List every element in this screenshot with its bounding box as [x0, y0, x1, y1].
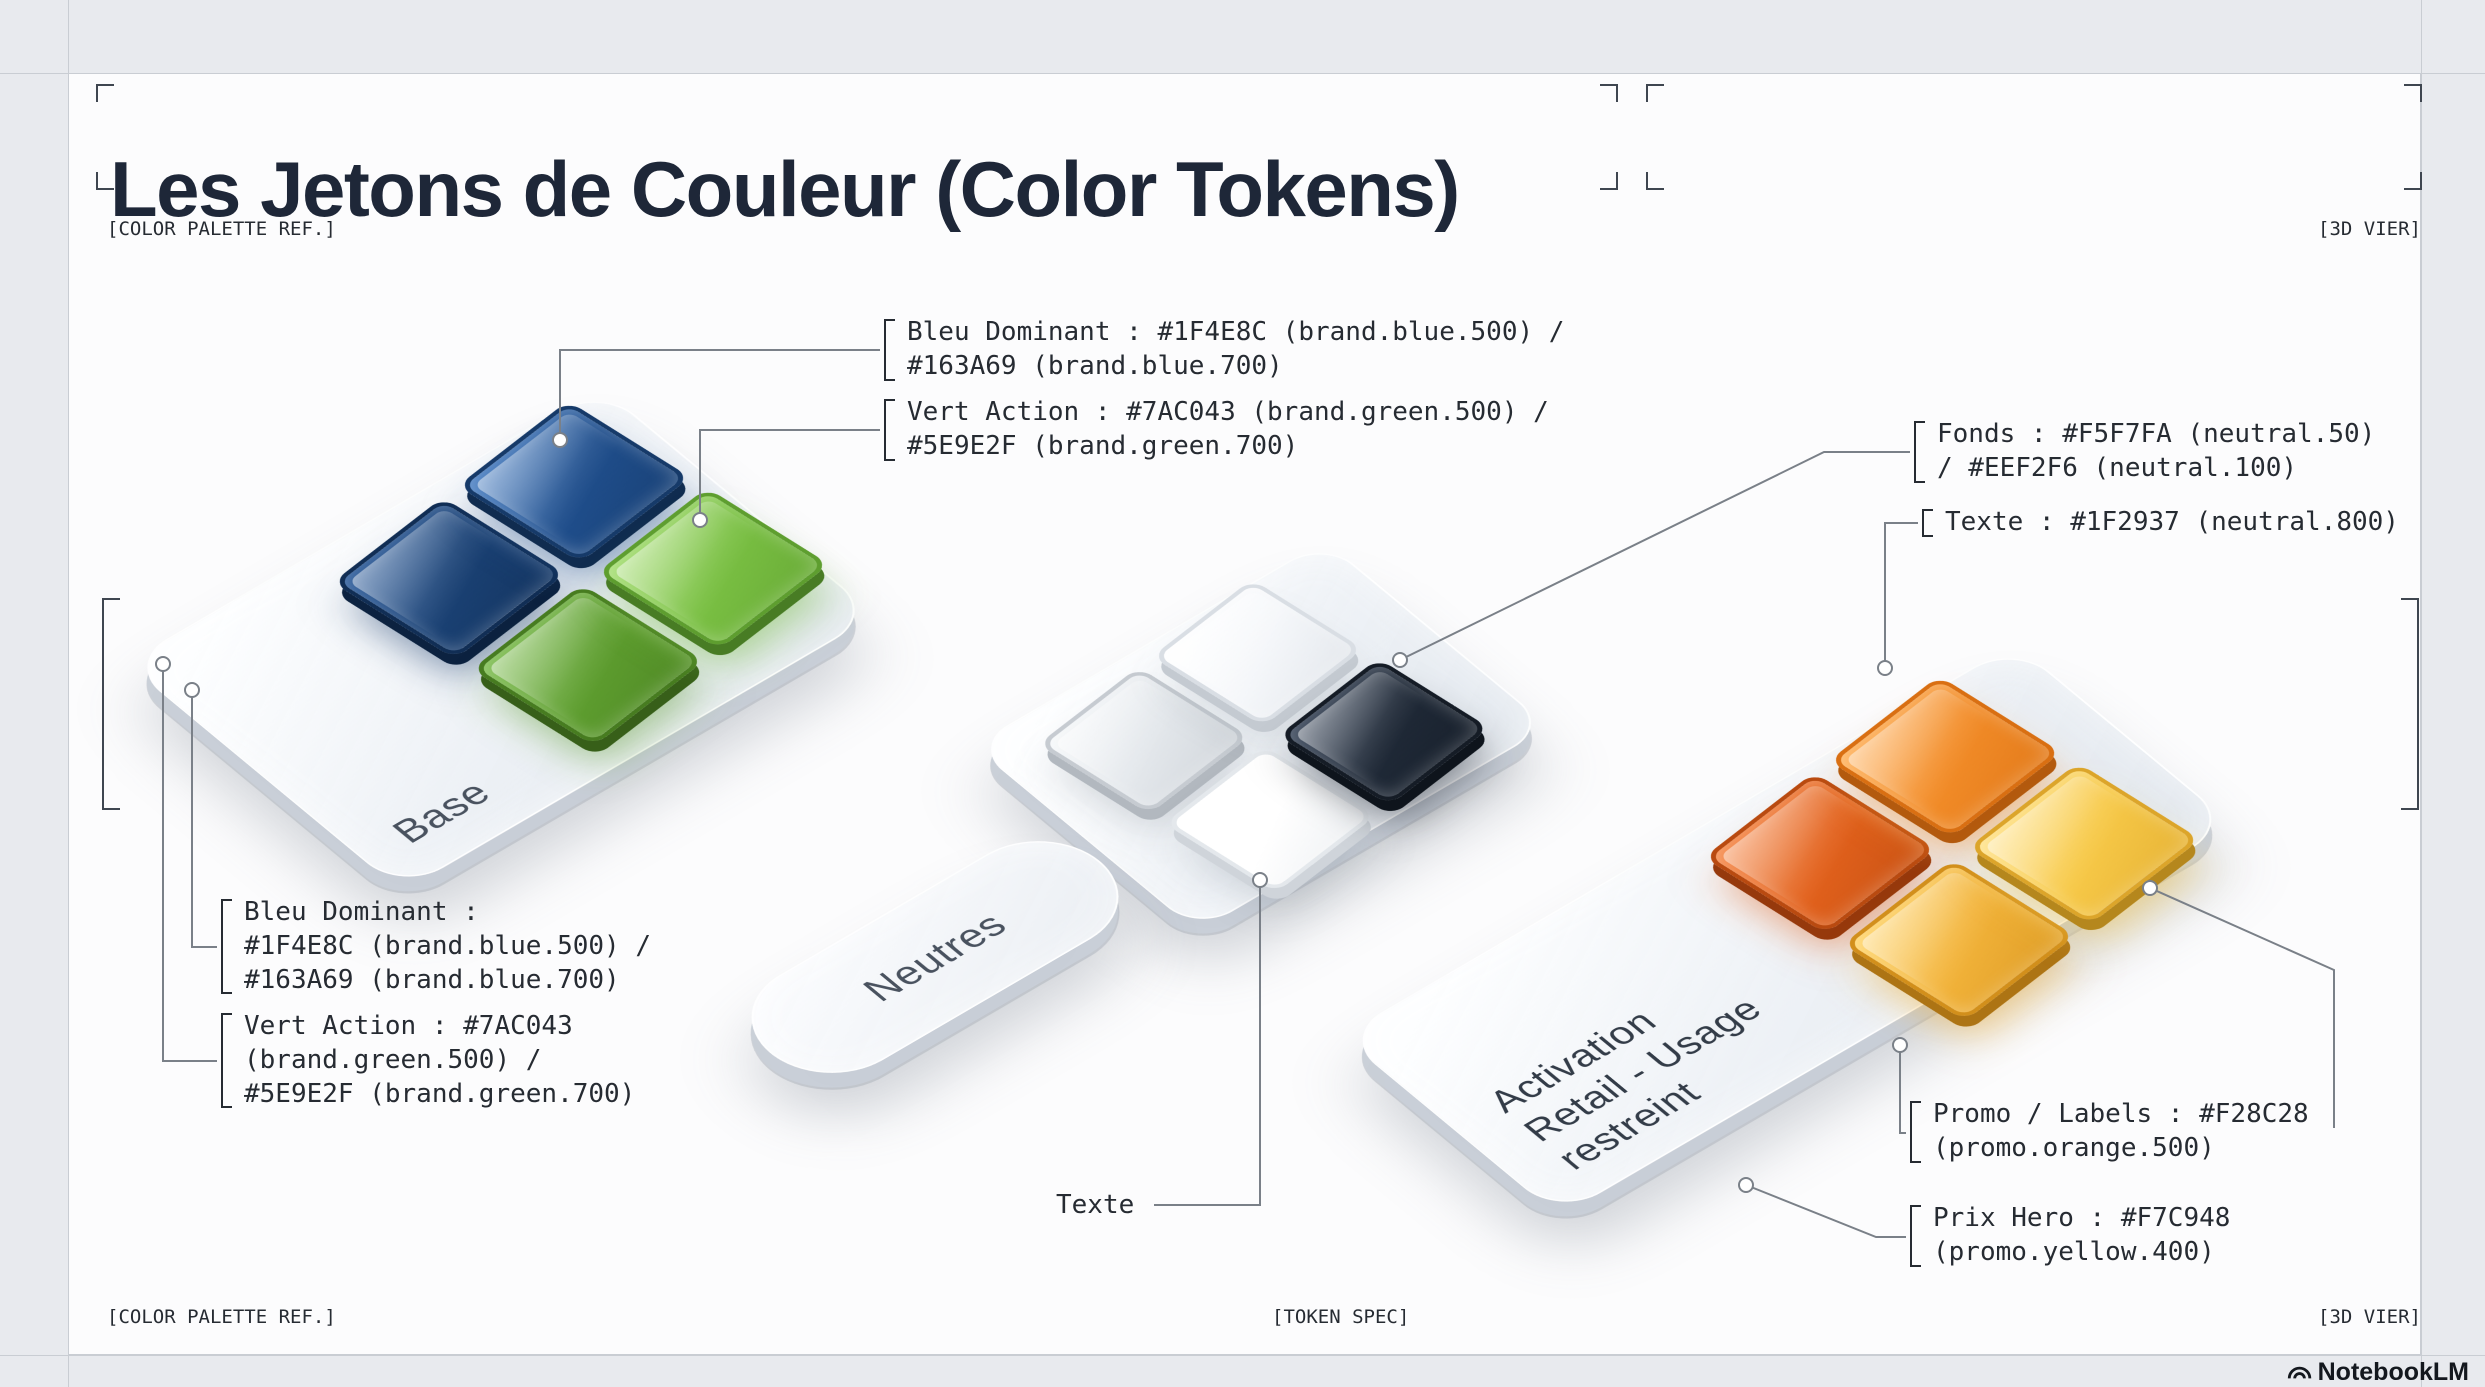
callout-green-left: Vert Action : #7AC043 (brand.green.500) … [221, 1010, 635, 1111]
label-3d-view-top: [3D VIER] [2318, 218, 2421, 240]
callout-text: #5E9E2F (brand.green.700) [907, 430, 1299, 461]
callout-bracket [884, 399, 895, 461]
callout-text: Vert Action : #7AC043 [244, 1011, 573, 1041]
plate-label-base: Base [382, 773, 500, 850]
callout-text: Bleu Dominant : [244, 897, 479, 927]
callout-texte-bottom: Texte [1056, 1190, 1135, 1220]
plate-label-activation: Activation Retail - Usage restreint [1479, 962, 1807, 1178]
callout-bracket [1914, 421, 1925, 483]
frame-hairline-left [68, 0, 69, 1387]
callout-text: (brand.green.500) / [244, 1044, 542, 1075]
frame-hairline-bottom [0, 1355, 2485, 1356]
corner-mark [96, 172, 114, 190]
empty-frame-right [1646, 84, 2422, 190]
callout-bracket [884, 319, 895, 381]
callout-text: / #EEF2F6 (neutral.100) [1937, 452, 2298, 483]
frame-hairline-top [0, 73, 2485, 74]
callout-text: Bleu Dominant : #1F4E8C (brand.blue.500)… [907, 317, 1565, 347]
callout-blue-left: Bleu Dominant : #1F4E8C (brand.blue.500)… [221, 896, 651, 997]
title-frame [96, 84, 1618, 190]
callout-texte-right: Texte : #1F2937 (neutral.800) [1922, 506, 2399, 540]
side-bracket-right [2401, 598, 2419, 810]
plate-label-neutres: Neutres [853, 905, 1017, 1009]
label-token-spec: [TOKEN SPEC] [1272, 1306, 1410, 1328]
callout-bracket [1910, 1101, 1921, 1163]
callout-prix: Prix Hero : #F7C948 (promo.yellow.400) [1910, 1202, 2230, 1270]
callout-text: Prix Hero : #F7C948 [1933, 1203, 2231, 1233]
corner-mark [1600, 84, 1618, 102]
callout-text: Fonds : #F5F7FA (neutral.50) [1937, 419, 2376, 449]
callout-text: #5E9E2F (brand.green.700) [244, 1078, 636, 1109]
label-3d-view-bottom: [3D VIER] [2318, 1306, 2421, 1328]
side-bracket-left [102, 598, 120, 810]
label-color-palette-ref-bottom: [COLOR PALETTE REF.] [107, 1306, 336, 1328]
frame-hairline-right [2421, 0, 2422, 1387]
callout-blue-top: Bleu Dominant : #1F4E8C (brand.blue.500)… [884, 316, 1564, 384]
callout-bracket [221, 1013, 232, 1109]
label-color-palette-ref-top: [COLOR PALETTE REF.] [107, 218, 336, 240]
callout-bracket [1910, 1205, 1921, 1267]
callout-text: (promo.yellow.400) [1933, 1236, 2215, 1267]
callout-bracket [1922, 509, 1933, 537]
plate-neutres-capsule: Neutres [718, 818, 1152, 1096]
callout-text: #1F4E8C (brand.blue.500) / [244, 930, 651, 961]
callout-promo: Promo / Labels : #F28C28 (promo.orange.5… [1910, 1098, 2309, 1166]
corner-mark [1646, 172, 1664, 190]
callout-text: Texte : #1F2937 (neutral.800) [1945, 507, 2399, 537]
corner-mark [2404, 84, 2422, 102]
base-tile-grid [332, 400, 830, 747]
callout-fonds: Fonds : #F5F7FA (neutral.50) / #EEF2F6 (… [1914, 418, 2375, 486]
corner-mark [1600, 172, 1618, 190]
callout-text: #163A69 (brand.blue.700) [907, 350, 1283, 381]
callout-text: Promo / Labels : #F28C28 [1933, 1099, 2309, 1129]
notebooklm-logo-icon [2287, 1366, 2311, 1379]
activation-tile-grid [1703, 675, 2201, 1021]
callout-bracket [221, 899, 232, 995]
notebooklm-branding: NotebookLM [2286, 1358, 2469, 1387]
corner-mark [1646, 84, 1664, 102]
corner-mark [96, 84, 114, 102]
neutres-tile-grid [1037, 579, 1490, 894]
corner-mark [2404, 172, 2422, 190]
page-title: Les Jetons de Couleur (Color Tokens) [110, 145, 1460, 234]
plate-base: Base [125, 386, 877, 892]
callout-text: (promo.orange.500) [1933, 1132, 2215, 1163]
callout-green-top: Vert Action : #7AC043 (brand.green.500) … [884, 396, 1549, 464]
callout-text: Vert Action : #7AC043 (brand.green.500) … [907, 397, 1549, 427]
notebooklm-logo-text: NotebookLM [2317, 1358, 2469, 1386]
callout-text: #163A69 (brand.blue.700) [244, 964, 620, 995]
